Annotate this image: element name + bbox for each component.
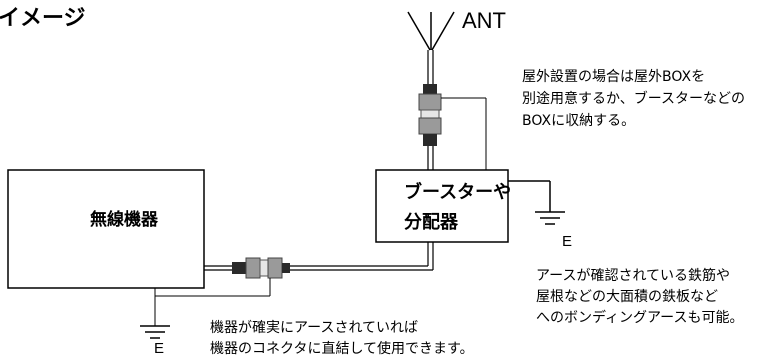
ground-symbol-right bbox=[508, 180, 565, 225]
horizontal-connector-icon bbox=[232, 257, 290, 279]
antenna-icon bbox=[407, 11, 455, 51]
vertical-connector-icon bbox=[418, 84, 442, 146]
bonding-note-line: へのボンディングアースも可能。 bbox=[536, 310, 744, 326]
booster-label-line: ブースターや bbox=[404, 182, 512, 203]
radio-equipment-label: 無線機器 bbox=[90, 210, 158, 230]
ground-wire-bottom bbox=[154, 278, 271, 326]
connector-note-line: 機器のコネクタに直結して使用できます。 bbox=[210, 341, 474, 357]
ground-symbol-left bbox=[140, 325, 170, 339]
bonding-note-line: 屋根などの大面積の鉄板など bbox=[536, 289, 718, 305]
bonding-note: アースが確認されている鉄筋や 屋根などの大面積の鉄板など へのボンディングアース… bbox=[536, 266, 743, 329]
outdoor-note-line: BOXに収納する。 bbox=[522, 113, 636, 129]
page-title: イメージ bbox=[0, 6, 86, 31]
ground-wire-top bbox=[441, 97, 487, 170]
bonding-note-line: アースが確認されている鉄筋や bbox=[536, 268, 731, 284]
booster-box bbox=[375, 169, 509, 243]
ground-label-right: E bbox=[562, 233, 573, 250]
radio-equipment-box bbox=[7, 169, 205, 289]
connector-note-line: 機器が確実にアースされていれば bbox=[210, 320, 419, 336]
outdoor-note-line: 別途用意するか、ブースターなどの bbox=[522, 91, 746, 107]
connector-note: 機器が確実にアースされていれば 機器のコネクタに直結して使用できます。 bbox=[210, 318, 474, 360]
outdoor-note-line: 屋外設置の場合は屋外BOXを bbox=[522, 69, 706, 85]
antenna-label: ANT bbox=[462, 8, 506, 33]
coax-cable-horizontal bbox=[204, 242, 434, 271]
booster-label-line: 分配器 bbox=[404, 212, 458, 233]
ground-label-left: E bbox=[154, 340, 165, 357]
booster-label: ブースターや 分配器 bbox=[404, 178, 511, 238]
outdoor-note: 屋外設置の場合は屋外BOXを 別途用意するか、ブースターなどの BOXに収納する… bbox=[522, 66, 745, 132]
